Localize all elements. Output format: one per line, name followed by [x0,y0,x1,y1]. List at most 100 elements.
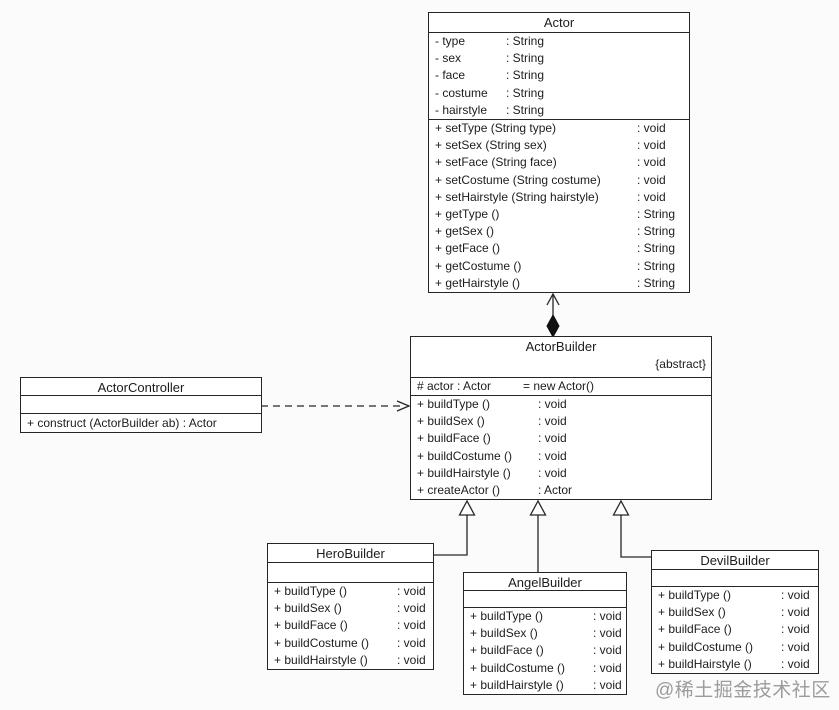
attribute-row: - type: String [429,33,689,50]
attribute-name: - type [435,34,466,48]
method-row: + buildFace () : void [411,430,711,447]
class-title-compartment: ActorController [21,378,261,395]
method-signature: + construct (ActorBuilder ab) : Actor [27,416,217,430]
method-return-type: : void [538,414,567,429]
method-signature: + setCostume (String costume) [435,172,601,187]
class-title-compartment: Actor [429,13,689,32]
method-return-type: : void [781,605,810,620]
method-signature: + buildCostume () [274,635,370,650]
attributes-compartment: # actor : Actor= new Actor() [411,377,711,395]
method-row: + setCostume (String costume): void [429,172,689,189]
method-signature: + setHairstyle (String hairstyle) [435,189,599,204]
method-row: + buildSex (): void [464,625,626,642]
attributes-compartment-empty [268,562,433,582]
attribute-name: - hairstyle [435,102,488,117]
method-signature: + setType (String type) [435,121,557,135]
class-title: DevilBuilder [700,553,770,568]
attribute-row: - sex: String [429,50,689,67]
method-signature: + getFace () [435,241,501,256]
method-signature: + buildCostume () [658,639,754,654]
class-title: AngelBuilder [508,575,582,590]
method-row: + buildHairstyle (): void [464,677,626,694]
method-signature: + setSex (String sex) [435,138,547,153]
attribute-row: - hairstyle : String [429,102,689,119]
methods-compartment: + setType (String type): void + setSex (… [429,119,689,292]
method-row: + buildHairstyle (): void [411,465,711,482]
method-return-type: : Actor [538,483,573,498]
method-row: + buildFace (): void [268,617,433,634]
method-return-type: : void [593,609,622,623]
method-return-type: : void [538,448,567,463]
attribute-type: : String [506,85,545,100]
class-title-compartment: DevilBuilder [652,551,818,569]
method-return-type: : void [538,431,567,446]
method-signature: + buildCostume () [470,660,566,675]
method-return-type: : String [637,258,676,273]
class-title-compartment: ActorBuilder {abstract} [411,337,711,377]
attributes-compartment: - type: String - sex: String - face: Str… [429,32,689,119]
attribute-type: : String [506,68,545,83]
attribute-name: # actor : Actor [417,379,492,393]
method-return-type: : String [637,241,676,256]
method-row: + buildSex (): void [652,604,818,621]
class-box-actor: Actor - type: String - sex: String - fac… [428,12,690,293]
class-box-actorbuilder: ActorBuilder {abstract} # actor : Actor=… [410,336,712,500]
method-signature: + getCostume () [435,258,522,273]
method-signature: + buildFace () [470,643,544,658]
generalization-connector-angelbuilder [529,499,547,572]
method-row: + buildCostume () : void [411,448,711,465]
method-return-type: : void [538,397,567,411]
attribute-name: - sex [435,51,462,66]
watermark-text: @稀土掘金技术社区 [655,680,831,701]
methods-compartment: + buildType (): void + buildSex (): void… [652,586,818,673]
method-row: + buildCostume () : void [464,660,626,677]
method-return-type: : void [397,635,426,650]
method-signature: + buildFace () [417,431,491,446]
method-signature: + buildType () [470,609,544,623]
method-signature: + buildSex () [417,414,485,429]
class-title-compartment: HeroBuilder [268,544,433,562]
method-row: + getFace () : String [429,240,689,257]
class-box-angelbuilder: AngelBuilder + buildType () : void + buil… [463,572,627,695]
method-row: + setType (String type): void [429,120,689,137]
method-return-type: : void [397,618,426,633]
method-return-type: : void [637,155,666,170]
method-return-type: : void [781,656,810,671]
class-box-herobuilder: HeroBuilder + buildType () : void + build… [267,543,434,670]
method-signature: + getHairstyle () [435,275,521,290]
attribute-name: - costume [435,85,488,100]
method-row: + buildSex (): void [268,600,433,617]
method-row: + createActor (): Actor [411,482,711,499]
method-row: + buildHairstyle (): void [652,656,818,673]
method-return-type: : void [637,189,666,204]
generalization-connector-devilbuilder [612,499,651,558]
method-return-type: : String [637,275,676,290]
attributes-compartment-empty [652,569,818,586]
methods-compartment: + buildType () : void + buildSex (): void… [268,582,433,669]
method-signature: + buildCostume () [417,448,513,463]
method-row: + buildType (): void [411,396,711,413]
attribute-type: : String [506,102,545,117]
dependency-connector-actorcontroller-to-actorbuilder [261,400,411,412]
method-row: + buildHairstyle (): void [268,652,433,669]
class-title: HeroBuilder [316,546,385,561]
method-return-type: : void [781,588,810,602]
method-row: + buildSex () : void [411,413,711,430]
method-row: + buildType (): void [652,587,818,604]
method-row: + getHairstyle () : String [429,275,689,292]
attribute-name: - face [435,68,466,83]
method-row: + getSex (): String [429,223,689,240]
class-stereotype: {abstract} [655,357,706,371]
method-return-type: : void [593,677,622,692]
method-row: + getCostume () : String [429,258,689,275]
method-row: + buildCostume (): void [652,639,818,656]
methods-compartment: + buildType () : void + buildSex (): void… [464,607,626,694]
generalization-connector-herobuilder [432,499,476,556]
method-row: + buildFace (): void [464,642,626,659]
method-signature: + buildType () [274,584,348,598]
method-row: + buildFace (): void [652,621,818,638]
attribute-row: - costume : String [429,85,689,102]
method-return-type: : void [397,652,426,667]
method-return-type: : void [593,660,622,675]
